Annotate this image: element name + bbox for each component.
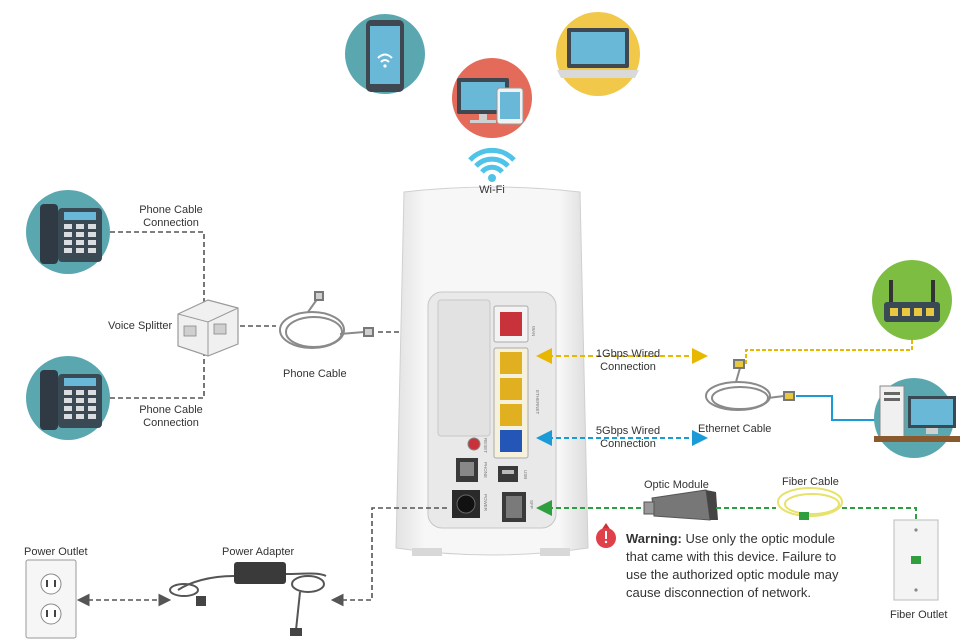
- power-adapter-icon: [169, 562, 327, 636]
- fiber-cable-icon: [777, 487, 843, 520]
- port-label-phone: PHONE: [483, 462, 488, 478]
- ethernet-to-pc-line: [796, 395, 876, 421]
- warning-text: Use only the optic module that came with…: [626, 531, 839, 600]
- warning-icon: [596, 523, 616, 548]
- wired-5g-label: 5Gbps Wired Connection: [595, 425, 661, 450]
- laptop-device-icon: [556, 12, 640, 96]
- voice-splitter-label: Voice Splitter: [108, 320, 173, 332]
- fiber-cable-label: Fiber Cable: [782, 476, 839, 488]
- desktop-computer-icon: [874, 378, 960, 458]
- phone-cable-label: Phone Cable: [283, 368, 347, 380]
- warning-message: Warning: Use only the optic module that …: [626, 530, 858, 602]
- optic-module-icon: [643, 489, 718, 521]
- power-adapter-label: Power Adapter: [222, 546, 295, 558]
- telephone-bottom-icon: [26, 356, 110, 440]
- port-label-ethernet: ETHERNET: [535, 390, 540, 415]
- power-port: [456, 494, 476, 514]
- lan-port-2: [500, 378, 522, 400]
- wireless-router-icon: [872, 260, 952, 340]
- reset-button: [467, 437, 481, 451]
- optic-module-label: Optic Module: [644, 479, 709, 491]
- wifi-signal-icon: [468, 147, 516, 182]
- power-to-router-line: [330, 507, 448, 607]
- phone-cable-connection-top-label: Phone Cable Connection: [139, 204, 203, 229]
- port-label-power: POWER: [483, 494, 488, 512]
- fiber-outlet-icon: [893, 519, 939, 601]
- telephone-top-icon: [26, 190, 110, 274]
- ethernet-to-router-line: [745, 330, 913, 364]
- ethernet-cable-label: Ethernet Cable: [698, 423, 772, 435]
- port-label-reset: RESET: [483, 438, 488, 453]
- voice-splitter-icon: [177, 299, 239, 357]
- phone-line-connectors: [110, 231, 276, 399]
- router-device: WAN ETHERNET RESET PHONE USB POWER SFP: [395, 186, 589, 556]
- desktop-tablet-device-icon: [452, 58, 532, 138]
- lan-port-5g: [500, 430, 522, 452]
- lan-port-1: [500, 352, 522, 374]
- fiber-outlet-label: Fiber Outlet: [890, 609, 948, 621]
- port-label-wan: WAN: [531, 326, 536, 336]
- fiber-to-outlet-line: [842, 507, 917, 520]
- warning-title: Warning:: [626, 531, 682, 546]
- phone-cable-icon: [279, 291, 374, 349]
- wifi-label: Wi-Fi: [479, 184, 505, 196]
- power-outlet-icon: [25, 559, 77, 639]
- ethernet-cable-icon: [705, 359, 795, 411]
- smartphone-device-icon: [345, 14, 425, 94]
- lan-port-3: [500, 404, 522, 426]
- power-outlet-label: Power Outlet: [24, 546, 88, 558]
- wired-1g-label: 1Gbps Wired Connection: [595, 348, 661, 373]
- phone-cable-connection-bottom-label: Phone Cable Connection: [139, 404, 203, 429]
- port-label-sfp: SFP: [529, 500, 534, 509]
- port-label-usb: USB: [523, 470, 528, 479]
